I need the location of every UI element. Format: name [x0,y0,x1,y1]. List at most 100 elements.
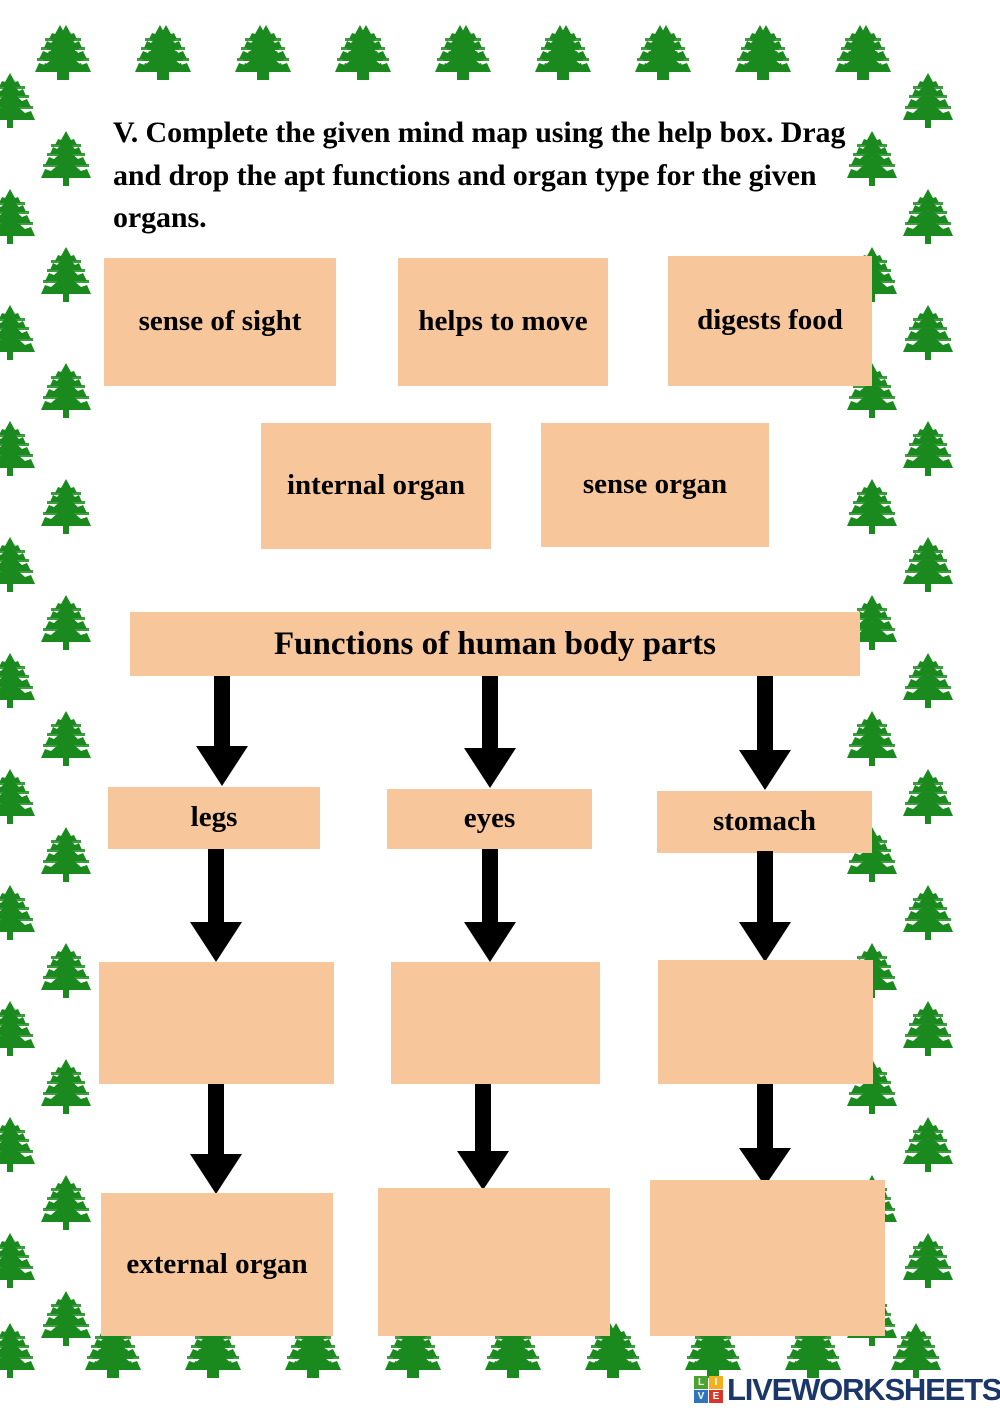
answer-slot-organ-type-stomach[interactable] [650,1180,885,1336]
arrow-root-to-stomach [735,676,795,792]
pine-tree-icon [900,418,956,478]
pine-tree-icon [238,22,294,82]
pine-tree-icon [32,22,88,82]
mind-map-organ-eyes: eyes [387,789,592,849]
pine-tree-icon [132,22,188,82]
pine-tree-icon [900,1230,956,1290]
arrow-eyes-to-function-slot [460,849,520,964]
help-box-item-sense-organ[interactable]: sense organ [541,423,769,547]
logo-tile-l: L [694,1376,708,1389]
pine-tree-icon [900,70,956,130]
liveworksheets-brand-text: LIVEWORKSHEETS [727,1372,1000,1407]
pine-tree-icon [538,22,594,82]
answer-slot-organ-type-eyes[interactable] [378,1188,610,1336]
pine-tree-icon [838,22,894,82]
pine-tree-icon [0,70,38,130]
pine-tree-icon [0,998,38,1058]
pine-tree-icon [0,1230,38,1290]
pine-tree-icon [900,998,956,1058]
help-box-item-digests-food[interactable]: digests food [668,256,872,386]
pine-tree-icon [0,1320,38,1380]
organ-label: stomach [712,805,817,838]
pine-tree-icon [732,22,788,82]
tree-border-left [0,70,100,1346]
pine-tree-icon [900,650,956,710]
help-box-item-sense-of-sight[interactable]: sense of sight [104,258,336,386]
organ-label: legs [190,801,238,834]
pine-tree-icon [0,650,38,710]
pine-tree-icon [0,302,38,362]
tree-border-top [0,22,1000,84]
pine-tree-icon [38,940,94,1000]
pine-tree-icon [38,708,94,768]
pine-tree-icon [0,1114,38,1174]
pine-tree-icon [38,592,94,652]
pine-tree-icon [900,186,956,246]
logo-tile-i: I [709,1376,723,1389]
pine-tree-icon [432,22,488,82]
pine-tree-icon [232,22,288,82]
arrow-function-to-organ-type-legs [186,1084,246,1196]
pine-tree-icon [0,534,38,594]
pine-tree-icon [438,22,494,82]
help-box-item-label: sense organ [582,468,728,501]
arrow-function-to-organ-type-stomach [735,1084,795,1188]
help-box-item-label: digests food [697,304,843,337]
pine-tree-icon [738,22,794,82]
answer-slot-function-stomach[interactable] [658,960,873,1084]
mind-map-organ-legs: legs [108,787,320,849]
pine-tree-icon [900,1114,956,1174]
help-box-item-label: sense of sight [138,305,302,338]
tree-border-right [847,70,962,1346]
arrow-stomach-to-function-slot [735,851,795,964]
arrow-legs-to-function-slot [186,849,246,964]
pine-tree-icon [900,302,956,362]
pine-tree-icon [0,882,38,942]
arrow-function-to-organ-type-eyes [453,1084,513,1192]
mind-map-root-node: Functions of human body parts [130,612,860,676]
instruction-text: V. Complete the given mind map using the… [113,116,846,235]
pine-tree-icon [38,22,94,82]
pine-tree-icon [844,476,900,536]
pine-tree-icon [38,1172,94,1232]
logo-tile-e: E [709,1390,723,1403]
pine-tree-icon [38,1288,94,1348]
mind-map-root-label: Functions of human body parts [274,625,716,662]
pine-tree-icon [638,22,694,82]
help-box-item-helps-to-move[interactable]: helps to move [398,258,608,386]
logo-tile-v: V [694,1390,708,1403]
organ-label: eyes [463,802,516,835]
arrow-root-to-legs [192,676,252,788]
pine-tree-icon [844,708,900,768]
pine-tree-icon [888,1320,944,1380]
help-box-item-internal-organ[interactable]: internal organ [261,423,491,549]
pine-tree-icon [900,882,956,942]
pine-tree-icon [332,22,388,82]
help-box-item-label: helps to move [418,305,588,338]
pine-tree-icon [38,824,94,884]
pine-tree-icon [900,534,956,594]
pine-tree-icon [832,22,888,82]
answer-slot-function-eyes[interactable] [391,962,600,1084]
answer-slot-function-legs[interactable] [99,962,334,1084]
pine-tree-icon [38,128,94,188]
pine-tree-icon [900,766,956,826]
pine-tree-icon [0,766,38,826]
pine-tree-icon [38,360,94,420]
pine-tree-icon [38,476,94,536]
pine-tree-icon [338,22,394,82]
mind-map-organ-stomach: stomach [657,791,872,853]
arrow-root-to-eyes [460,676,520,790]
pine-tree-icon [632,22,688,82]
pine-tree-icon [0,418,38,478]
answer-slot-value: external organ [126,1247,308,1280]
help-box-item-label: internal organ [286,469,466,502]
pine-tree-icon [532,22,588,82]
pine-tree-icon [0,186,38,246]
pine-tree-icon [38,244,94,304]
pine-tree-icon [38,1056,94,1116]
answer-slot-organ-type-legs[interactable]: external organ [101,1193,333,1336]
